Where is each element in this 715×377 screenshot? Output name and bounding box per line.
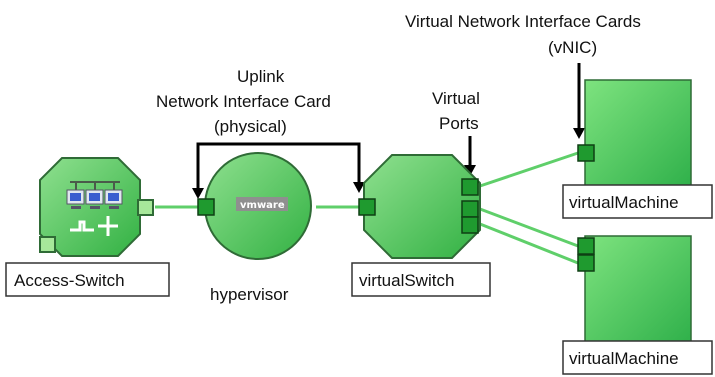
link-vswitch-to-vm-bottom-1: [479, 207, 579, 248]
virtual-switch-label-box: [351, 262, 491, 297]
virtual-switch-node[interactable]: virtualSwitch: [351, 154, 491, 297]
virtual-machine-top-node[interactable]: virtualMachine: [562, 79, 713, 219]
access-switch-port-right[interactable]: [137, 199, 154, 216]
hypervisor-label: hypervisor: [210, 285, 289, 304]
network-links: [155, 151, 579, 265]
access-switch-label-box: [5, 262, 170, 297]
vmware-logo-text: vmware: [240, 200, 285, 211]
hypervisor-uplink-port[interactable]: [197, 198, 215, 216]
virtual-switch-label: virtualSwitch: [359, 271, 454, 290]
vnic-title: Virtual Network Interface Cards: [405, 12, 641, 31]
switch-computers-icon: [66, 181, 123, 236]
virtual-port-3[interactable]: [461, 216, 479, 234]
uplink-line3: (physical): [214, 117, 287, 136]
vmware-logo: [236, 197, 288, 211]
vm-top-label: virtualMachine: [569, 193, 679, 212]
virtual-machine-icon: [584, 79, 692, 189]
link-vswitch-to-vm-bottom-2: [479, 222, 579, 265]
hypervisor-node[interactable]: vmware hypervisor: [197, 152, 312, 304]
virtual-machine-icon: [584, 235, 692, 345]
uplink-bracket-arrow: [192, 142, 365, 199]
vnic-port-bottom-2[interactable]: [577, 254, 595, 272]
vnic-arrow: [573, 63, 585, 139]
vm-top-label-box: [562, 184, 713, 219]
vnic-port-top[interactable]: [577, 144, 595, 162]
access-switch-label: Access-Switch: [14, 271, 125, 290]
vnic-abbrev: (vNIC): [548, 38, 597, 57]
virtual-port-2[interactable]: [461, 200, 479, 218]
uplink-line2: Network Interface Card: [156, 92, 331, 111]
virtual-machine-bottom-node[interactable]: virtualMachine: [562, 235, 713, 375]
uplink-title: Uplink: [237, 67, 285, 86]
access-switch-node[interactable]: Access-Switch: [5, 157, 170, 297]
link-vswitch-to-vm-top: [479, 151, 579, 188]
vm-bottom-label-box: [562, 340, 713, 375]
virtual-ports-line2: Ports: [439, 114, 479, 133]
access-switch-port-bottom[interactable]: [39, 236, 56, 253]
vswitch-uplink-port[interactable]: [358, 198, 376, 216]
vnic-port-bottom-1[interactable]: [577, 237, 595, 255]
virtual-port-1[interactable]: [461, 178, 479, 196]
virtual-ports-arrow: [464, 136, 476, 176]
virtual-ports-line1: Virtual: [432, 89, 480, 108]
vm-bottom-label: virtualMachine: [569, 349, 679, 368]
